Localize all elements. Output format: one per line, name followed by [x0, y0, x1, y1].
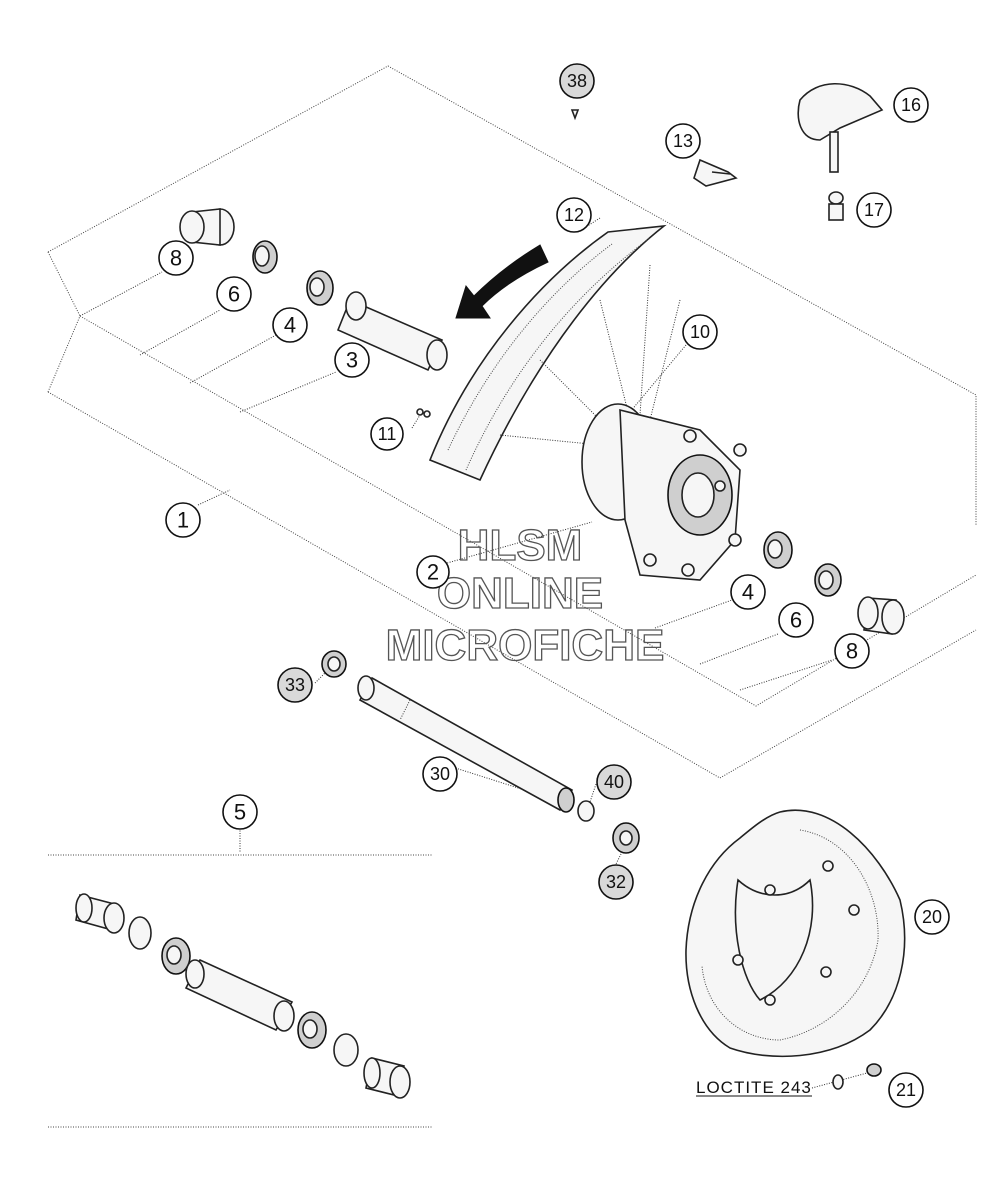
callout-1[interactable]: 1 — [165, 502, 201, 538]
kit-spacer-right — [363, 1057, 411, 1099]
watermark-line3: MICROFICHE — [386, 621, 665, 670]
washer-40 — [577, 800, 595, 822]
direction-arrow — [455, 244, 549, 319]
callout-2[interactable]: 2 — [416, 555, 450, 589]
callout-6-right[interactable]: 6 — [778, 602, 814, 638]
spacer-8-left — [179, 208, 235, 246]
distance-tube-3 — [336, 291, 448, 372]
kit-seal-right — [333, 1033, 359, 1067]
loctite-note: LOCTITE 243 — [696, 1078, 812, 1097]
nut-17 — [828, 191, 844, 221]
callout-label: 11 — [378, 424, 397, 444]
axle-30 — [357, 675, 575, 813]
callout-label: 32 — [606, 872, 626, 892]
leader-lines — [48, 217, 879, 1128]
callout-17[interactable]: 17 — [856, 192, 892, 228]
callout-label: 6 — [790, 608, 802, 633]
callout-label: 8 — [170, 246, 182, 271]
kit-bearing-right — [297, 1011, 327, 1049]
callout-4-left[interactable]: 4 — [272, 307, 308, 343]
bearing-4-left — [306, 270, 334, 306]
callout-label: 38 — [567, 71, 587, 91]
callout-6-left[interactable]: 6 — [216, 276, 252, 312]
callout-label: 4 — [742, 580, 754, 605]
callout-label: 13 — [673, 131, 693, 151]
callout-label: 16 — [901, 95, 921, 115]
wheel-assembly-frame — [47, 65, 977, 779]
rim-tape-13 — [693, 158, 738, 187]
rim-12 — [428, 224, 667, 482]
callout-20[interactable]: 20 — [914, 899, 950, 935]
callout-label: 8 — [846, 639, 858, 664]
axle-group — [321, 650, 640, 854]
nipple-11 — [416, 408, 431, 418]
spacer-8-right — [857, 596, 905, 635]
nipple-38 — [570, 109, 580, 121]
callout-label: 10 — [690, 322, 710, 342]
watermark: HLSM ONLINE MICROFICHE — [385, 520, 665, 670]
brake-disc-20 — [685, 809, 906, 1058]
bearing-4-right — [763, 531, 793, 569]
callout-38[interactable]: 38 — [559, 63, 595, 99]
callout-label: 4 — [284, 313, 296, 338]
callout-12[interactable]: 12 — [556, 197, 592, 233]
spokes — [499, 264, 681, 446]
kit-seal-left — [128, 916, 152, 950]
watermark-line2: ONLINE — [437, 569, 603, 618]
callout-8-left[interactable]: 8 — [158, 240, 194, 276]
callout-label: 3 — [346, 348, 358, 373]
callout-label: 17 — [864, 200, 884, 220]
nut-33 — [321, 650, 347, 678]
callout-label: 2 — [427, 560, 439, 585]
front-wheel — [428, 224, 747, 581]
seal-6-left — [252, 240, 278, 274]
kit-spacer-left — [75, 893, 125, 934]
watermark-line1: HLSM — [458, 521, 583, 570]
callout-16[interactable]: 16 — [893, 87, 929, 123]
callout-label: 20 — [922, 907, 942, 927]
callout-40[interactable]: 40 — [596, 764, 632, 800]
callout-21[interactable]: 21 — [888, 1072, 924, 1108]
callout-5[interactable]: 5 — [222, 794, 258, 830]
callout-13[interactable]: 13 — [665, 123, 701, 159]
callout-label: 30 — [430, 764, 450, 784]
callout-10[interactable]: 10 — [682, 314, 718, 350]
disc-screw-21 — [832, 1063, 882, 1090]
kit-5-parts — [75, 893, 411, 1099]
callout-30[interactable]: 30 — [422, 756, 458, 792]
kit-distance-tube — [184, 958, 295, 1032]
callout-11[interactable]: 11 — [370, 417, 404, 451]
kit-bearing-left — [161, 937, 191, 975]
callout-33[interactable]: 33 — [277, 667, 313, 703]
seal-6-right — [814, 563, 842, 597]
callout-label: 12 — [564, 205, 584, 225]
nut-32 — [612, 822, 640, 854]
callout-label: 6 — [228, 282, 240, 307]
callout-label: 21 — [896, 1080, 916, 1100]
right-bearing-stack — [763, 531, 905, 635]
callout-label: 1 — [177, 508, 189, 533]
left-bearing-stack — [179, 208, 448, 372]
callout-label: 5 — [234, 800, 246, 825]
callout-32[interactable]: 32 — [598, 864, 634, 900]
rim-lock-16 — [797, 82, 884, 173]
callout-8-right[interactable]: 8 — [834, 633, 870, 669]
callout-label: 33 — [285, 675, 305, 695]
callout-label: 40 — [604, 772, 624, 792]
hub-2 — [581, 403, 747, 581]
callout-4-right[interactable]: 4 — [730, 574, 766, 610]
callout-3[interactable]: 3 — [334, 342, 370, 378]
small-parts — [416, 82, 884, 418]
